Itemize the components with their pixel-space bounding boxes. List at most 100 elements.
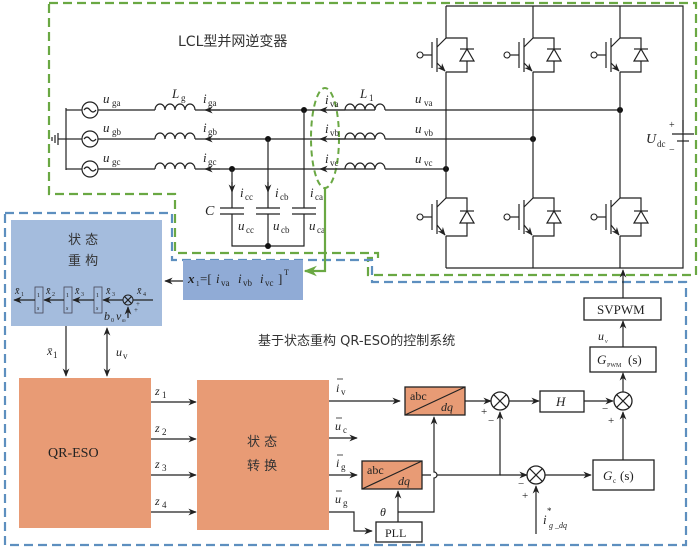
summing-junction-2: − + xyxy=(518,465,546,502)
svg-text:b: b xyxy=(104,309,110,323)
svg-text:u: u xyxy=(103,91,110,106)
svg-text:g: g xyxy=(181,93,186,103)
svg-text:C: C xyxy=(205,204,215,219)
svg-text:0: 0 xyxy=(111,318,114,324)
state-conversion-block[interactable] xyxy=(197,380,329,530)
svg-text:i: i xyxy=(543,512,547,527)
svg-text:vb: vb xyxy=(424,128,434,138)
svg-text:c: c xyxy=(613,477,616,485)
svg-text:dc: dc xyxy=(657,139,666,149)
svg-text:(s): (s) xyxy=(628,352,642,367)
diode-icon xyxy=(632,47,650,62)
svg-text:2: 2 xyxy=(52,292,55,298)
svg-text:vc: vc xyxy=(330,158,339,168)
svg-text:i: i xyxy=(336,456,339,470)
diode-icon xyxy=(458,47,476,62)
svg-text:i: i xyxy=(203,120,207,135)
svg-text:x: x xyxy=(187,271,195,286)
svg-text:L: L xyxy=(171,86,179,101)
svg-text:v: v xyxy=(123,351,128,361)
svg-text:+: + xyxy=(481,406,487,418)
svg-text:s: s xyxy=(37,306,40,312)
svg-text:状 态: 状 态 xyxy=(247,435,277,450)
eso-input-labels: x̄ 1 u v xyxy=(46,344,128,361)
abc-dq-transform-iv[interactable]: abc dq xyxy=(404,386,466,416)
svg-text:1: 1 xyxy=(96,293,99,299)
svg-text:gc: gc xyxy=(112,157,121,167)
eso-outputs: z 1 z 2 z 3 z 4 xyxy=(151,384,197,516)
state-reconstruction-block[interactable] xyxy=(11,220,162,326)
svg-text:3: 3 xyxy=(81,292,84,298)
svg-text:G: G xyxy=(603,468,613,483)
svg-text:c: c xyxy=(343,425,347,435)
svg-text:状 态: 状 态 xyxy=(68,233,98,248)
inverter-boundary xyxy=(47,1,698,277)
gc-controller-block[interactable]: G c (s) xyxy=(592,459,655,491)
svg-text:z: z xyxy=(154,457,160,471)
svg-text:u: u xyxy=(415,151,422,166)
gate-terminal-icon xyxy=(590,213,598,221)
svg-text:x̄: x̄ xyxy=(74,286,80,297)
h-gain-block[interactable]: H xyxy=(539,390,585,413)
svg-text:i: i xyxy=(203,150,207,165)
svg-text:*: * xyxy=(547,506,552,516)
svg-text:v: v xyxy=(116,309,122,323)
grid-source-a: u ga xyxy=(66,91,121,119)
svg-text:x̄: x̄ xyxy=(136,286,142,297)
svg-text:i: i xyxy=(238,271,242,286)
svg-text:u: u xyxy=(238,218,245,233)
svg-text:+: + xyxy=(669,120,675,131)
qr-eso-block[interactable] xyxy=(19,378,151,528)
capacitor-voltage-labels: u cc u cb u ca xyxy=(238,218,325,235)
svg-text:T: T xyxy=(284,268,289,277)
svg-text:i: i xyxy=(216,271,220,286)
inverter-current-labels: i va i vb i vc xyxy=(325,92,340,168)
gate-terminal-icon xyxy=(503,51,511,59)
abc-dq-transform-ig[interactable]: abc dq xyxy=(361,460,423,490)
svg-text:4: 4 xyxy=(162,500,167,510)
svg-text:H: H xyxy=(555,394,566,409)
diode-icon xyxy=(545,47,563,62)
svg-text:u: u xyxy=(415,91,422,106)
upper-igbt-switch-1 xyxy=(416,30,476,80)
gate-terminal-icon xyxy=(503,213,511,221)
svpwm-block[interactable]: SVPWM xyxy=(583,297,662,321)
upper-igbt-switch-3 xyxy=(590,30,650,80)
svg-text:1: 1 xyxy=(37,293,40,299)
conversion-outputs: i v u c i g u g xyxy=(329,378,401,535)
svg-text:PWM: PWM xyxy=(607,363,622,369)
svg-text:va: va xyxy=(330,99,339,109)
pll-block[interactable]: PLL xyxy=(375,521,423,543)
svg-text:u: u xyxy=(309,218,316,233)
svg-text:i: i xyxy=(240,185,244,200)
grid-current-labels: i ga i gb i gc xyxy=(203,91,218,167)
svg-text:x̄: x̄ xyxy=(105,286,111,297)
lower-igbt-switch-3 xyxy=(590,190,650,244)
svg-text:cb: cb xyxy=(280,192,289,202)
svg-text:z: z xyxy=(154,494,160,508)
svg-text:u: u xyxy=(335,419,341,433)
svg-text:s: s xyxy=(96,306,99,312)
upper-igbt-switch-2 xyxy=(503,30,563,80)
svg-text:ca: ca xyxy=(315,192,323,202)
grid-source-b: u gb xyxy=(66,120,122,148)
svg-text:+: + xyxy=(522,490,528,502)
control-system-title: 基于状态重构 QR-ESO的控制系统 xyxy=(258,333,455,349)
control-boundary xyxy=(3,211,688,547)
svg-text:z: z xyxy=(154,421,160,435)
grid-source-c: u gc xyxy=(66,150,121,178)
capacitor-current-labels: i cc i cb i ca xyxy=(240,185,323,202)
svg-text:1: 1 xyxy=(162,390,167,400)
ground-symbol xyxy=(51,108,67,170)
svg-text:−: − xyxy=(518,478,524,490)
diode-icon xyxy=(545,209,563,224)
svg-text:+: + xyxy=(136,300,140,308)
svg-text:gb: gb xyxy=(208,127,218,137)
svg-text:PLL: PLL xyxy=(385,526,406,540)
svg-text:i: i xyxy=(325,92,329,107)
gpwm-block[interactable]: G PWM (s) xyxy=(589,346,657,373)
reference-current-label: i * g _dq xyxy=(543,506,567,530)
gate-terminal-icon xyxy=(416,51,424,59)
